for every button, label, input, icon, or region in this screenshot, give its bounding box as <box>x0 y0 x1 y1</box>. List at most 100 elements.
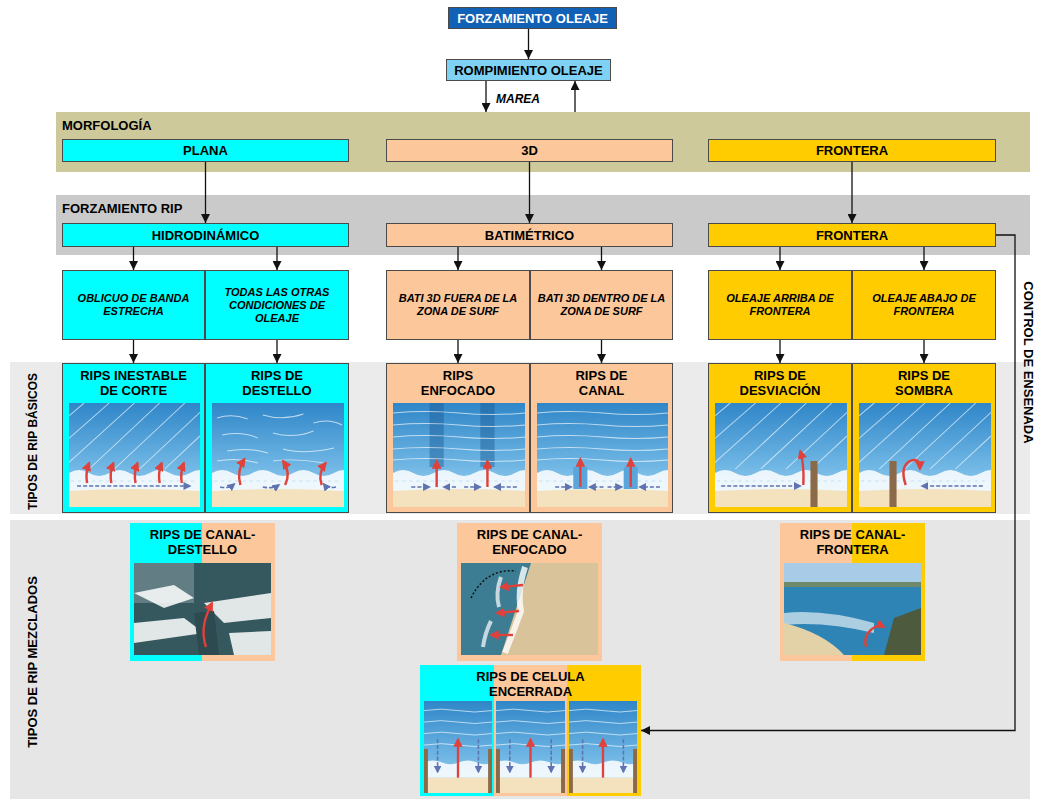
rip-illustration-part <box>608 486 622 488</box>
rip-illustration-part <box>212 403 344 507</box>
rip-illustration-part <box>111 463 114 483</box>
rip-illustration-part <box>444 486 456 488</box>
category-label: FRONTERA <box>816 228 888 243</box>
condition-label: TODAS LAS OTRAS CONDICIONES DE OLEAJE <box>213 286 341 325</box>
rip-illustration-part <box>550 739 552 772</box>
rip-type-box: RIPS DE DESVIACIÓN <box>708 363 852 513</box>
aerial-photo-part <box>134 563 271 655</box>
rip-illustration-part <box>509 739 511 772</box>
flow-arrow <box>528 29 529 59</box>
rip-type-title: RIPS DE DESVIACIÓN <box>730 368 830 398</box>
edge-label: CONTROL DE ENSENADA <box>1021 281 1036 443</box>
rip-illustration-part <box>435 461 437 487</box>
band-heading: MORFOLOGÍA <box>62 118 152 134</box>
aerial-photo-part <box>204 603 212 647</box>
condition-box: OBLICUO DE BANDA ESTRECHA <box>62 270 205 340</box>
rip-illustration-part <box>529 739 531 777</box>
aerial-photo-part <box>491 634 513 636</box>
box-label: ROMPIMIENTO OLEAJE <box>454 63 603 78</box>
condition-box: TODAS LAS OTRAS CONDICIONES DE OLEAJE <box>205 270 349 340</box>
band-heading: TIPOS DE RIP BÁSICOS <box>26 372 41 509</box>
rip-illustration-part <box>69 403 200 469</box>
rip-illustration-part <box>324 484 336 488</box>
rip-illustration <box>859 403 991 507</box>
aerial-photo-part <box>497 577 501 607</box>
rip-illustration-part <box>86 463 89 483</box>
rip-illustration-part <box>430 403 444 467</box>
rip-illustration-part <box>903 460 920 485</box>
mixed-type-box: RIPS DE CANAL-FRONTERA <box>780 523 925 661</box>
band-panel: TIPOS DE RIP MEZCLADOS RIPS DE CANAL-DES… <box>10 520 1030 799</box>
rip-illustration-part <box>889 461 896 507</box>
rip-illustration-part <box>480 403 494 467</box>
rip-illustration-part <box>393 403 525 507</box>
rip-illustration-part <box>181 463 184 483</box>
band-panel: FORZAMIENTO RIPHIDRODINÁMICOBATIMÉTRICOF… <box>56 195 1030 255</box>
rip-illustration-part <box>159 463 162 483</box>
category-box: 3D <box>386 139 673 162</box>
edge-label: MAREA <box>496 92 540 107</box>
rip-illustration <box>424 701 492 793</box>
flow-arrow <box>276 340 277 363</box>
rip-illustration-part <box>579 459 581 487</box>
rip-illustration-part <box>320 463 325 485</box>
rip-illustration-part <box>77 485 190 487</box>
rip-illustration-part <box>263 485 279 488</box>
rip-illustration-part <box>220 484 234 488</box>
rip-illustration <box>537 403 668 507</box>
rip-type-title: RIPS INESTABLE DE CORTE <box>74 368 194 398</box>
mixed-type-title: RIPS DE CELULA ENCERRADA <box>456 669 606 699</box>
aerial-photo-part <box>461 563 598 655</box>
aerial-photo-part <box>134 585 194 608</box>
aerial-photo-part <box>229 631 271 655</box>
rip-illustration-part <box>239 459 244 485</box>
rip-illustration <box>569 701 637 793</box>
rip-illustration-part <box>464 486 480 488</box>
bay-photo-part <box>884 608 921 655</box>
rip-illustration-part <box>486 461 488 487</box>
rip-illustration-part <box>135 463 138 483</box>
rip-illustration-part <box>537 403 668 507</box>
rip-illustration-part <box>640 486 660 488</box>
condition-box: OLEAJE ARRIBA DE FRONTERA <box>708 270 852 340</box>
mixed-type-box: RIPS DE CELULA ENCERRADA <box>420 665 641 796</box>
process-box: FORZAMIENTO OLEAJE <box>448 7 617 29</box>
rip-type-title: RIPS DE SOMBRA <box>874 368 974 398</box>
rip-illustration-part <box>537 412 668 462</box>
category-box: FRONTERA <box>708 139 996 162</box>
category-box: PLANA <box>62 139 349 162</box>
process-box: ROMPIMIENTO OLEAJE <box>446 59 611 81</box>
rip-illustration-part <box>715 403 847 469</box>
rip-type-box: RIPS DE SOMBRA <box>852 363 996 513</box>
flow-arrow <box>601 340 602 363</box>
bay-photo <box>784 563 921 655</box>
category-label: FRONTERA <box>816 143 888 158</box>
aerial-photo <box>461 563 598 655</box>
category-label: 3D <box>521 143 538 158</box>
mixed-type-title: RIPS DE CANAL-DESTELLO <box>135 527 270 557</box>
category-box: BATIMÉTRICO <box>386 223 673 247</box>
aerial-photo-part <box>471 571 516 598</box>
rip-illustration-part <box>393 412 525 462</box>
flow-arrow <box>779 340 780 363</box>
rip-type-title: RIPS DE DESTELLO <box>217 368 337 398</box>
rip-illustration-part <box>582 739 584 772</box>
rip-illustration-part <box>411 486 429 488</box>
condition-label: OLEAJE ARRIBA DE FRONTERA <box>716 292 844 318</box>
aerial-photo-part <box>501 585 523 587</box>
flow-arrow <box>133 340 134 363</box>
flow-arrow <box>574 81 575 112</box>
category-label: BATIMÉTRICO <box>485 228 574 243</box>
rip-illustration-part <box>555 486 571 488</box>
aerial-photo <box>134 563 271 655</box>
category-label: PLANA <box>183 143 228 158</box>
mixed-type-title: RIPS DE CANAL-FRONTERA <box>785 527 920 557</box>
rip-illustration-part <box>922 485 983 487</box>
bay-photo-part <box>784 587 921 655</box>
rip-illustration-part <box>424 701 492 793</box>
rip-illustration-part <box>602 739 604 777</box>
category-box: HIDRODINÁMICO <box>62 223 349 247</box>
bay-photo-part <box>784 563 921 587</box>
rip-type-title: RIPS ENFOCADO <box>408 368 508 398</box>
